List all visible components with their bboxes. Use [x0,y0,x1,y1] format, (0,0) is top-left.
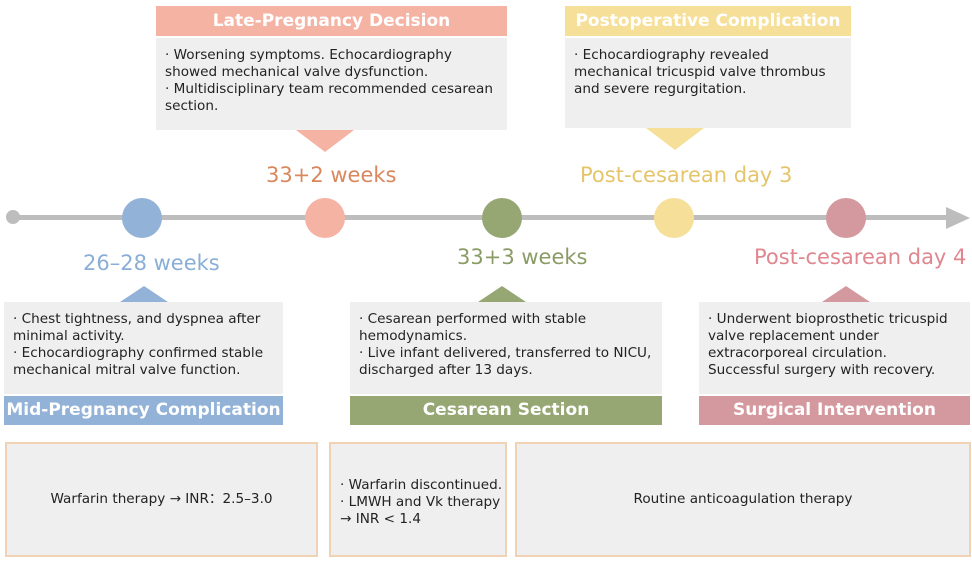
late-pregnancy-pointer [296,130,354,152]
timeline-axis [8,215,948,220]
time-label-late-pregnancy: 33+2 weeks [266,163,397,187]
detail-line: · Chest tightness, and dyspnea after min… [13,311,261,344]
node-mid-pregnancy [122,198,162,238]
timeline-start-dot [6,210,20,224]
therapy-lmwh: · Warfarin discontinued. · LMWH and Vk t… [329,442,507,557]
node-late-pregnancy [305,198,345,238]
detail-line: · Cesarean performed with stable hemodyn… [359,311,587,344]
therapy-routine: Routine anticoagulation therapy [515,442,971,557]
timeline-arrowhead [946,207,970,229]
therapy-line: · Warfarin discontinued. [340,477,503,493]
detail-line: · Underwent bioprosthetic tricuspid valv… [708,311,948,378]
detail-line: · Echocardiography confirmed stable mech… [13,345,264,378]
cesarean-title: Cesarean Section [350,396,662,425]
time-label-mid-pregnancy: 26–28 weeks [83,251,220,275]
node-postoperative [654,198,694,238]
cesarean-pointer [478,286,526,302]
node-cesarean [482,198,522,238]
therapy-line: · LMWH and Vk therapy [340,494,501,510]
surgical-details: · Underwent bioprosthetic tricuspid valv… [699,302,970,394]
time-label-cesarean: 33+3 weeks [457,245,588,269]
late-pregnancy-details: · Worsening symptoms. Echocardiography s… [156,38,507,130]
therapy-line: → INR < 1.4 [340,511,421,527]
detail-line: · Echocardiography revealed mechanical t… [574,47,826,97]
therapy-text: Routine anticoagulation therapy [633,491,853,507]
node-surgical [826,198,866,238]
detail-line: · Live infant delivered, transferred to … [359,345,652,378]
postoperative-title: Postoperative Complication [565,6,851,36]
postoperative-details: · Echocardiography revealed mechanical t… [565,38,851,128]
time-label-surgical: Post-cesarean day 4 [754,245,967,269]
mid-pregnancy-details: · Chest tightness, and dyspnea after min… [4,302,283,394]
late-pregnancy-title: Late-Pregnancy Decision [156,6,507,36]
mid-pregnancy-title: Mid-Pregnancy Complication [4,396,283,425]
therapy-text: Warfarin therapy → INR：2.5–3.0 [50,491,273,507]
time-label-postoperative: Post-cesarean day 3 [580,163,793,187]
surgical-title: Surgical Intervention [699,396,970,425]
postoperative-pointer [646,128,704,150]
detail-line: · Worsening symptoms. Echocardiography s… [165,47,452,80]
cesarean-details: · Cesarean performed with stable hemodyn… [350,302,662,394]
surgical-pointer [822,286,870,302]
detail-line: · Multidisciplinary team recommended ces… [165,81,493,114]
mid-pregnancy-pointer [120,286,168,302]
therapy-warfarin: Warfarin therapy → INR：2.5–3.0 [5,442,318,557]
